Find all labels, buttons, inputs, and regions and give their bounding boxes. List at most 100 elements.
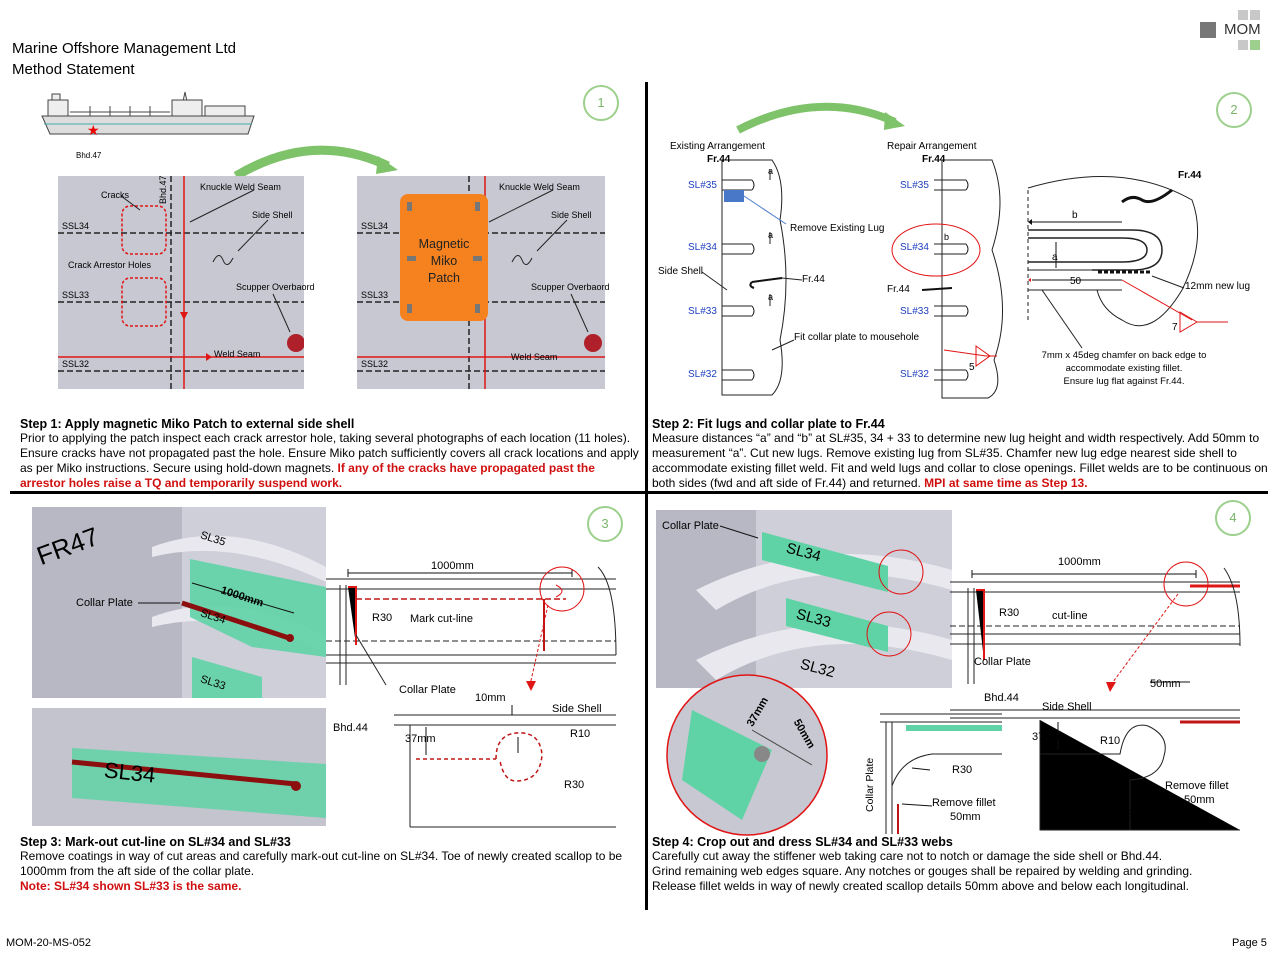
side-shell-label: Side Shell: [252, 210, 293, 220]
fit-collar-label: Fit collar plate to mousehole: [794, 332, 920, 343]
side-shell-label: Side Shell: [551, 210, 592, 220]
dim-50-label: 50mm: [1150, 678, 1181, 690]
r30-label: R30: [564, 779, 585, 791]
bhd44-label: Bhd.44: [333, 722, 368, 734]
sl32-label: SL#32: [900, 369, 929, 380]
arrow-curve-icon: [736, 102, 905, 134]
collar-plate-label: Collar Plate: [974, 656, 1031, 668]
lug-arrangement-drawing: [701, 159, 1228, 399]
sl34-label: SL#34: [688, 242, 717, 253]
ssl33-label: SSL33: [361, 290, 389, 300]
ssl33-label: SSL33: [62, 290, 90, 300]
fillet-50mm-label: 50mm: [950, 811, 981, 823]
dim-10-label: 10mm: [475, 692, 506, 704]
fr44-label: Fr.44: [1178, 170, 1202, 181]
step-4-text: Step 4: Crop out and dress SL#34 and SL#…: [652, 835, 1268, 894]
weld-size-5-label: 5: [969, 362, 975, 373]
weld-seam-label: Weld Seam: [511, 352, 558, 362]
step-1-title: Step 1: Apply magnetic Miko Patch to ext…: [20, 417, 355, 431]
dim-a-label: a: [768, 292, 774, 302]
r30-label: R30: [372, 612, 393, 624]
r10-label: R10: [570, 728, 591, 740]
document-type: Method Statement: [12, 61, 135, 78]
sl35-label: SL#35: [688, 180, 717, 191]
side-shell-label: Side Shell: [1042, 701, 1092, 713]
side-shell-label: Side Shell: [552, 703, 602, 715]
dim-37-label: 37mm: [405, 733, 436, 745]
fr44-label: Fr.44: [922, 154, 946, 165]
step-2-text: Step 2: Fit lugs and collar plate to Fr.…: [652, 417, 1268, 491]
scupper-label: Scupper Overbaord: [531, 282, 610, 292]
remove-fillet-label: Remove fillet: [932, 797, 996, 809]
before-side-shell-image: Cracks Bhd.47 Knuckle Weld Seam Side She…: [58, 175, 315, 389]
dim-a-label: a: [768, 166, 774, 176]
r30-label: R30: [999, 607, 1020, 619]
step-1-text: Step 1: Apply magnetic Miko Patch to ext…: [20, 417, 640, 491]
cut-line-drawing: [326, 566, 617, 828]
step-3-text: Step 3: Mark-out cut-line on SL#34 and S…: [20, 835, 640, 894]
scupper-label: Scupper Overbaord: [236, 282, 315, 292]
sl33-label: SL#33: [688, 306, 717, 317]
step-3-body: Remove coatings in way of cut areas and …: [20, 849, 623, 878]
r30-label: R30: [952, 764, 973, 776]
step-1-warning: If any of the cracks have propagated pas…: [20, 461, 595, 490]
sl35-label: SL#35: [900, 180, 929, 191]
bhd44-label: Bhd.44: [984, 692, 1019, 704]
step-3-warning: Note: SL#34 shown SL#33 is the same.: [20, 879, 242, 893]
cut-line-label: cut-line: [1052, 610, 1088, 622]
mark-cut-line-label: Mark cut-line: [410, 613, 473, 625]
cracks-label: Cracks: [101, 190, 130, 200]
r10-label: R10: [1100, 735, 1121, 747]
ssl32-label: SSL32: [62, 359, 90, 369]
dim-37-label: 37mm: [1032, 731, 1063, 743]
dim-1000-label: 1000mm: [431, 560, 474, 572]
bhd47-label: Bhd.47: [76, 151, 102, 160]
step-2-warning: MPI at same time as Step 13.: [924, 476, 1088, 490]
crack-arrestor-label: Crack Arrestor Holes: [68, 260, 152, 270]
dim-a-label: a: [1052, 252, 1058, 263]
company-name: Marine Offshore Management Ltd: [12, 40, 237, 57]
ssl32-label: SSL32: [361, 359, 389, 369]
sl34-closeup-view: SL34: [32, 708, 326, 826]
remove-fillet-label: Remove fillet: [1165, 780, 1229, 792]
r30-label: R30: [1119, 809, 1140, 821]
collar-fillet-drawing: [880, 713, 1002, 834]
sl34-3d-view: FR47 SL35 Collar Plate 1000mm SL34 SL33: [32, 507, 326, 698]
sl33-label: SL#33: [900, 306, 929, 317]
repair-arrangement-label: Repair Arrangement: [887, 141, 977, 152]
bhd47-label: Bhd.47: [158, 175, 168, 204]
existing-arrangement-label: Existing Arrangement: [670, 141, 766, 152]
svg-text:★: ★: [87, 122, 100, 138]
step-3-title: Step 3: Mark-out cut-line on SL#34 and S…: [20, 835, 291, 849]
step-4-body-2: Grind remaining web edges square. Any no…: [652, 864, 1193, 878]
fr44-label: Fr.44: [887, 284, 910, 295]
scallop-closeup-view: [666, 674, 828, 836]
step-2-title: Step 2: Fit lugs and collar plate to Fr.…: [652, 417, 885, 431]
vertical-divider: [645, 82, 648, 910]
dim-b-label: b: [1072, 210, 1078, 221]
step-4-body-1: Carefully cut away the stiffener web tak…: [652, 849, 1163, 863]
miko-patch-label: Magnetic Miko Patch: [418, 237, 470, 285]
step-4-body-3: Release fillet welds in way of newly cre…: [652, 879, 1189, 893]
fillet-50mm-label: 50mm: [1184, 794, 1215, 806]
crop-drawing: [950, 561, 1241, 831]
step-4-badge: 4: [1215, 500, 1251, 536]
sl32-label: SL#32: [688, 369, 717, 380]
weld-size-7-label: 7: [1172, 322, 1178, 333]
ssl34-label: SSL34: [62, 221, 90, 231]
ship-diagram: ★ Bhd.47: [41, 91, 255, 160]
dim-50-label: 50: [1070, 276, 1082, 287]
step-1-body: Prior to applying the patch inspect each…: [20, 431, 639, 475]
dim-1000-label: 1000mm: [1058, 556, 1101, 568]
sl34-big-label: SL34: [102, 757, 157, 788]
remove-lug-label: Remove Existing Lug: [790, 223, 885, 234]
collar-plate-vertical-label: Collar Plate: [864, 757, 876, 812]
arrow-curve-icon: [233, 145, 398, 180]
document-reference: MOM-20-MS-052: [6, 937, 91, 949]
step-1-badge: 1: [583, 85, 619, 121]
collar-plate-label: Collar Plate: [399, 684, 456, 696]
after-side-shell-image: Knuckle Weld Seam Side Shell SSL34 Magne…: [357, 176, 610, 389]
webs-3d-view: Collar Plate SL34 SL33 SL32: [656, 510, 952, 688]
fr44-label: Fr.44: [707, 154, 731, 165]
